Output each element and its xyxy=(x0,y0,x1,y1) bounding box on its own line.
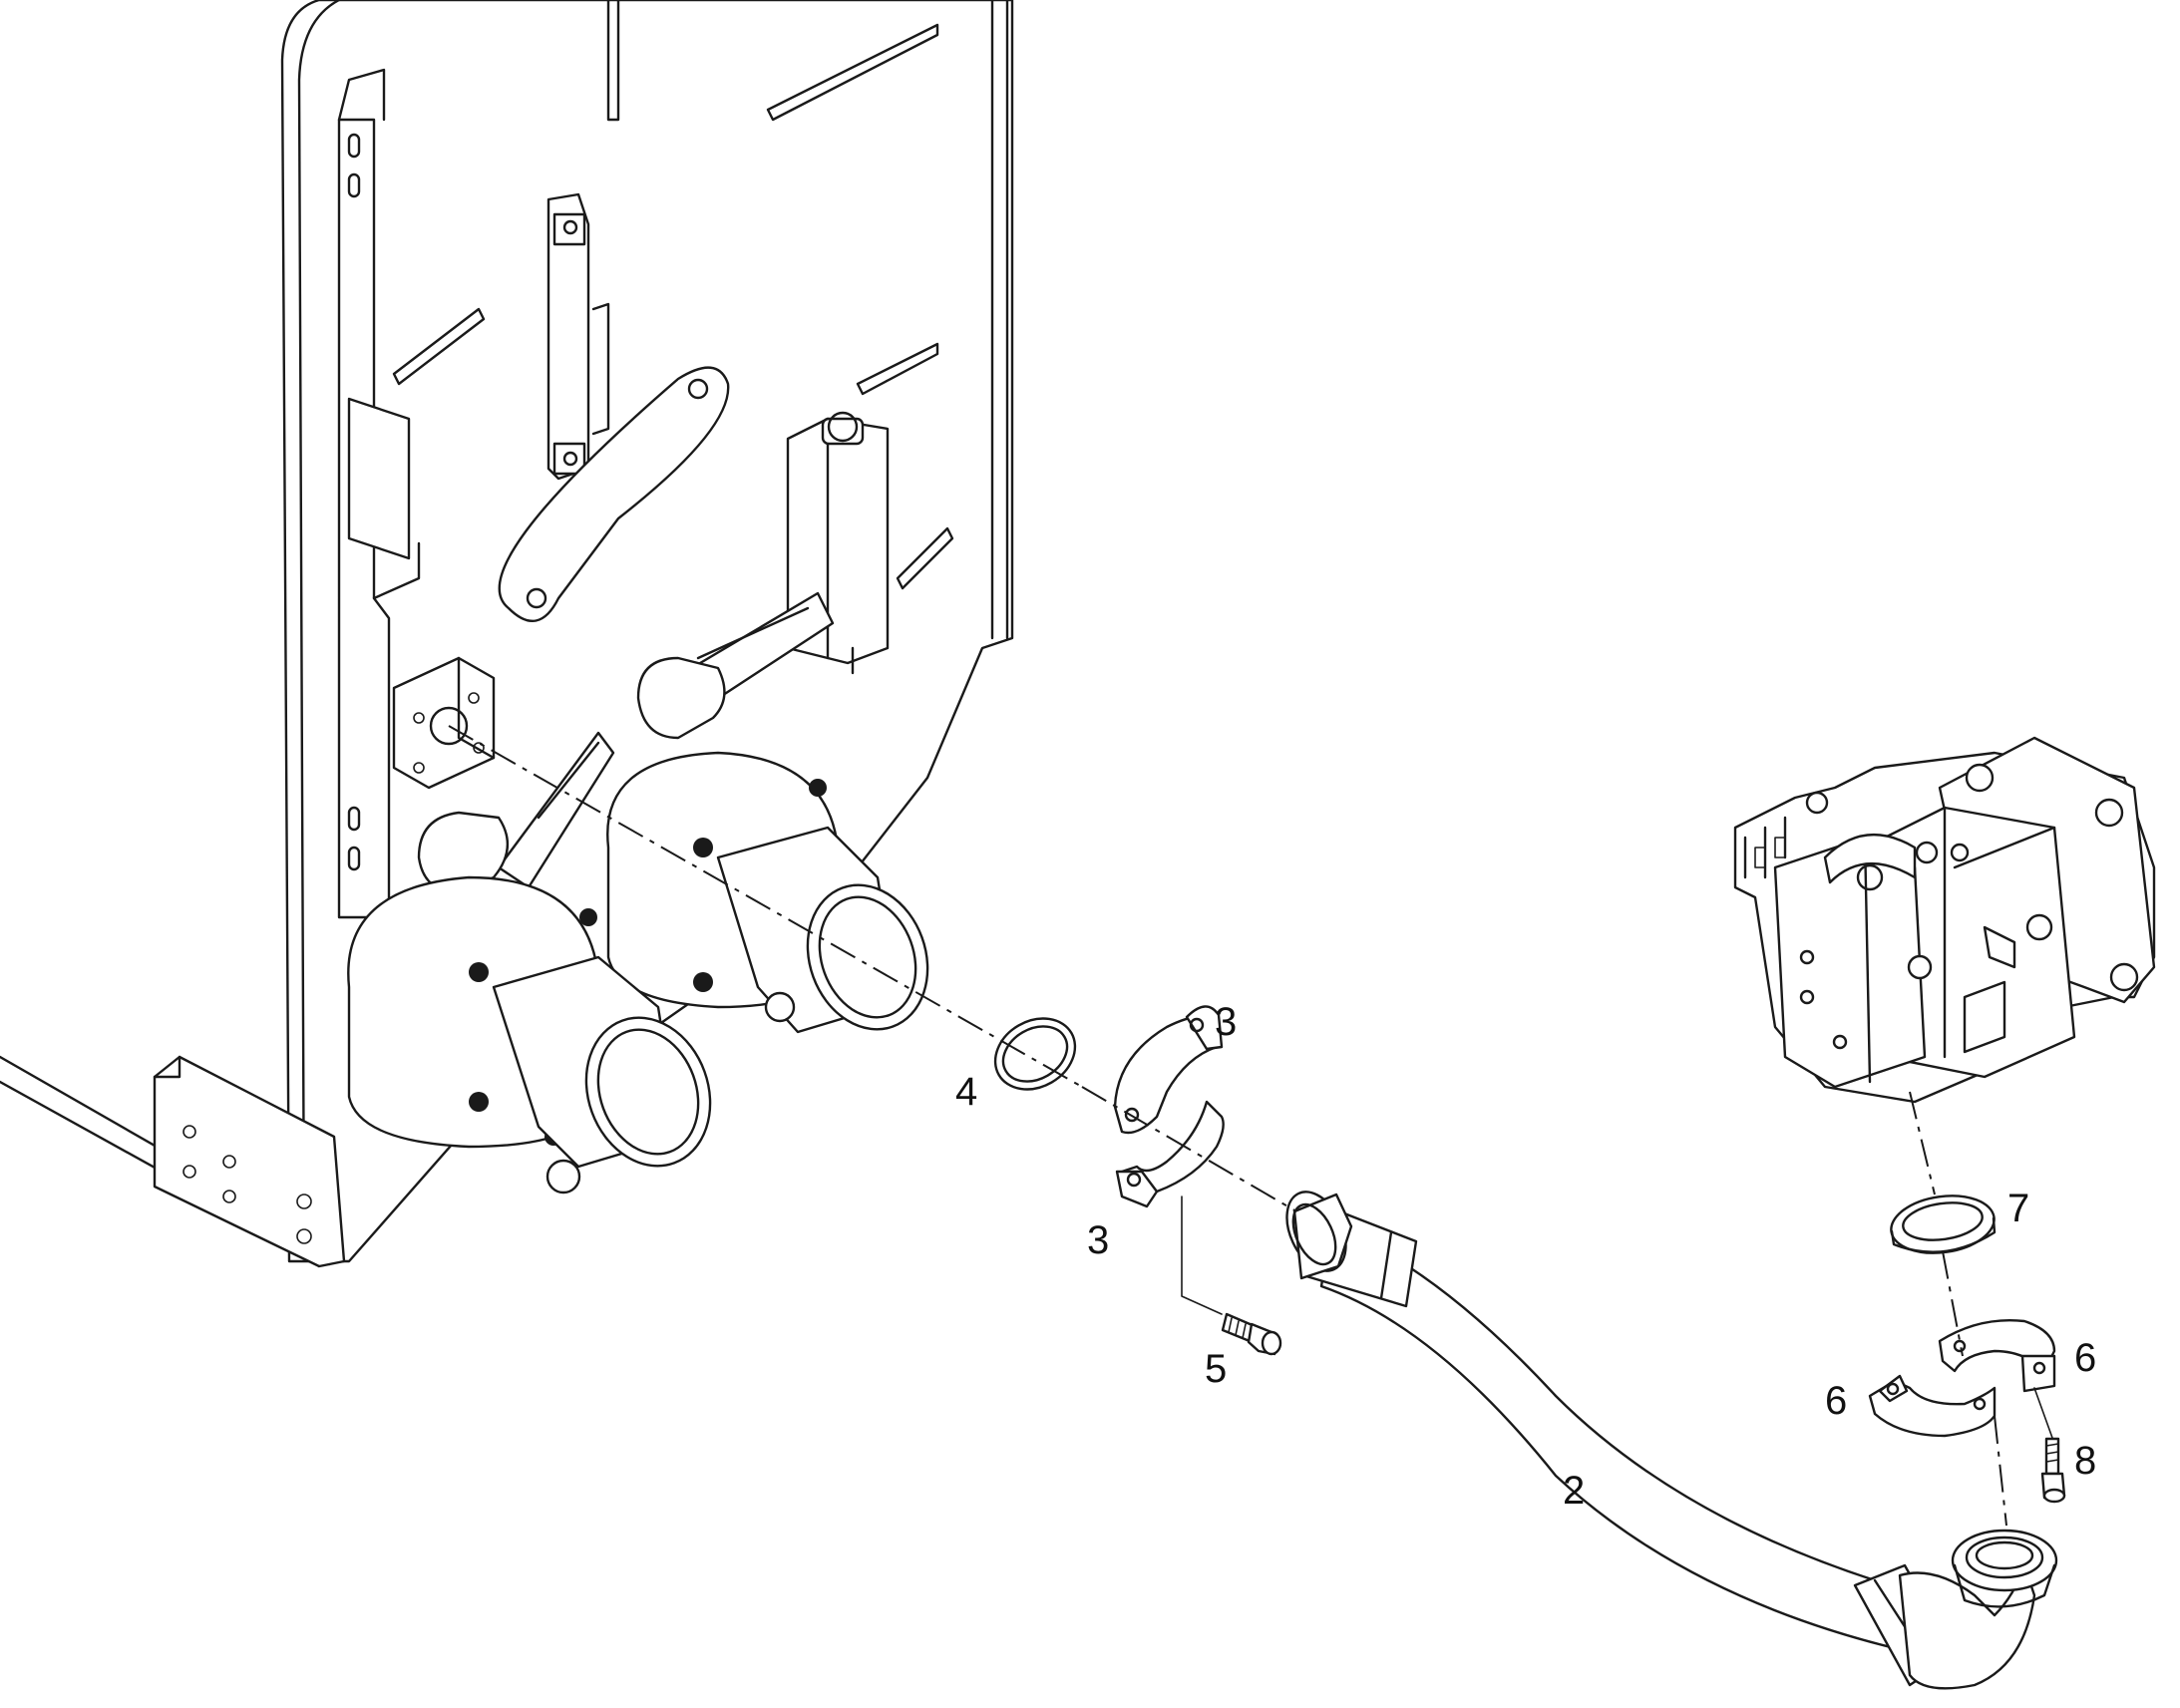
half-clamp-part-6-lower xyxy=(1868,1374,1997,1438)
callout-5: 5 xyxy=(1205,1347,1227,1391)
callout-3-lower: 3 xyxy=(1087,1218,1109,1262)
hydraulic-pump xyxy=(1733,736,2156,1104)
seal-ring-part-7 xyxy=(1890,1195,1997,1254)
o-ring-part-4 xyxy=(993,1017,1077,1091)
half-clamp-part-3-upper xyxy=(1113,1005,1224,1135)
bolt-part-8 xyxy=(2040,1437,2066,1504)
callout-6-right: 6 xyxy=(2074,1336,2096,1380)
callout-3-upper: 3 xyxy=(1215,1000,1237,1044)
half-clamp-part-6-upper xyxy=(1938,1319,2056,1393)
callout-4: 4 xyxy=(955,1070,977,1114)
bolt-part-5 xyxy=(1221,1312,1282,1356)
callout-7: 7 xyxy=(2007,1187,2029,1230)
hydraulic-tank-assembly xyxy=(0,0,1014,1268)
callout-labels: 2 3 3 4 5 6 6 7 8 xyxy=(955,1000,2096,1513)
hose-part-2 xyxy=(1285,1191,2058,1690)
assembly-axis-lines xyxy=(448,725,2053,1527)
callout-8: 8 xyxy=(2074,1439,2096,1483)
callout-6-left: 6 xyxy=(1825,1379,1847,1423)
callout-2: 2 xyxy=(1563,1469,1585,1513)
half-clamp-part-3-lower xyxy=(1115,1100,1225,1208)
